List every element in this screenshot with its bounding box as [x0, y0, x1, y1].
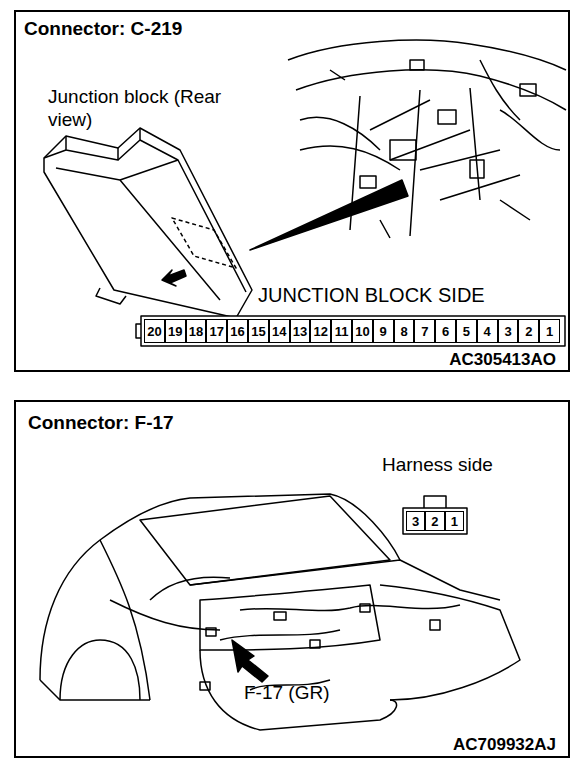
pin-number: 6 [442, 324, 449, 339]
connector-panel: Connector: F-17 321 [14, 400, 570, 758]
figure-code: AC305413AO [449, 350, 556, 370]
pin-number: 3 [504, 324, 511, 339]
pin-number: 7 [421, 324, 428, 339]
pin-cell: 17 [206, 319, 227, 343]
pin-number: 1 [546, 324, 553, 339]
pin-number: 18 [189, 324, 203, 339]
pin-number: 14 [272, 324, 286, 339]
pin-cell: 9 [373, 319, 394, 343]
pin-cell: 2 [425, 511, 444, 531]
pin-cell: 14 [269, 319, 290, 343]
pin-cell: 1 [539, 319, 560, 343]
pin-cell: 19 [165, 319, 186, 343]
connector-side-label: Harness side [382, 454, 493, 476]
pin-number: 2 [431, 514, 438, 529]
pin-cell: 6 [435, 319, 456, 343]
pin-number: 5 [463, 324, 470, 339]
pin-number: 10 [355, 324, 369, 339]
connector-panel: Connector: C-219201918171615141312111098… [14, 10, 570, 372]
pin-cell: 7 [414, 319, 435, 343]
panel-title: Connector: F-17 [28, 412, 174, 434]
pin-number: 20 [147, 324, 161, 339]
pin-cell: 13 [290, 319, 311, 343]
pin-number: 2 [525, 324, 532, 339]
connector-name: F-17 (GR) [244, 682, 330, 704]
pin-cell: 18 [186, 319, 207, 343]
pin-number: 3 [412, 514, 419, 529]
pin-number: 17 [210, 324, 224, 339]
pin-number: 13 [293, 324, 307, 339]
pin-cell: 4 [477, 319, 498, 343]
pin-cell: 11 [331, 319, 352, 343]
pin-number: 9 [380, 324, 387, 339]
pin-number: 8 [400, 324, 407, 339]
pin-cell: 2 [518, 319, 539, 343]
pin-number: 1 [451, 514, 458, 529]
pin-number: 16 [230, 324, 244, 339]
pin-cell: 1 [445, 511, 464, 531]
figure-code: AC709932AJ [453, 735, 556, 755]
pin-number: 4 [484, 324, 491, 339]
connector-side-label: JUNCTION BLOCK SIDE [258, 284, 485, 307]
pin-cell: 15 [248, 319, 269, 343]
pin-cell: 5 [456, 319, 477, 343]
pin-number: 15 [251, 324, 265, 339]
panel-title: Connector: C-219 [24, 18, 182, 40]
pin-cell: 10 [352, 319, 373, 343]
pin-number: 11 [335, 324, 349, 339]
pin-cell: 8 [394, 319, 415, 343]
pin-cell: 3 [498, 319, 519, 343]
part-name: Junction block (Rear view) [48, 86, 238, 132]
pin-number: 19 [168, 324, 182, 339]
pin-cell: 3 [406, 511, 425, 531]
pin-number: 12 [314, 324, 328, 339]
pin-cell: 20 [144, 319, 165, 343]
pin-cell: 12 [310, 319, 331, 343]
pin-cell: 16 [227, 319, 248, 343]
